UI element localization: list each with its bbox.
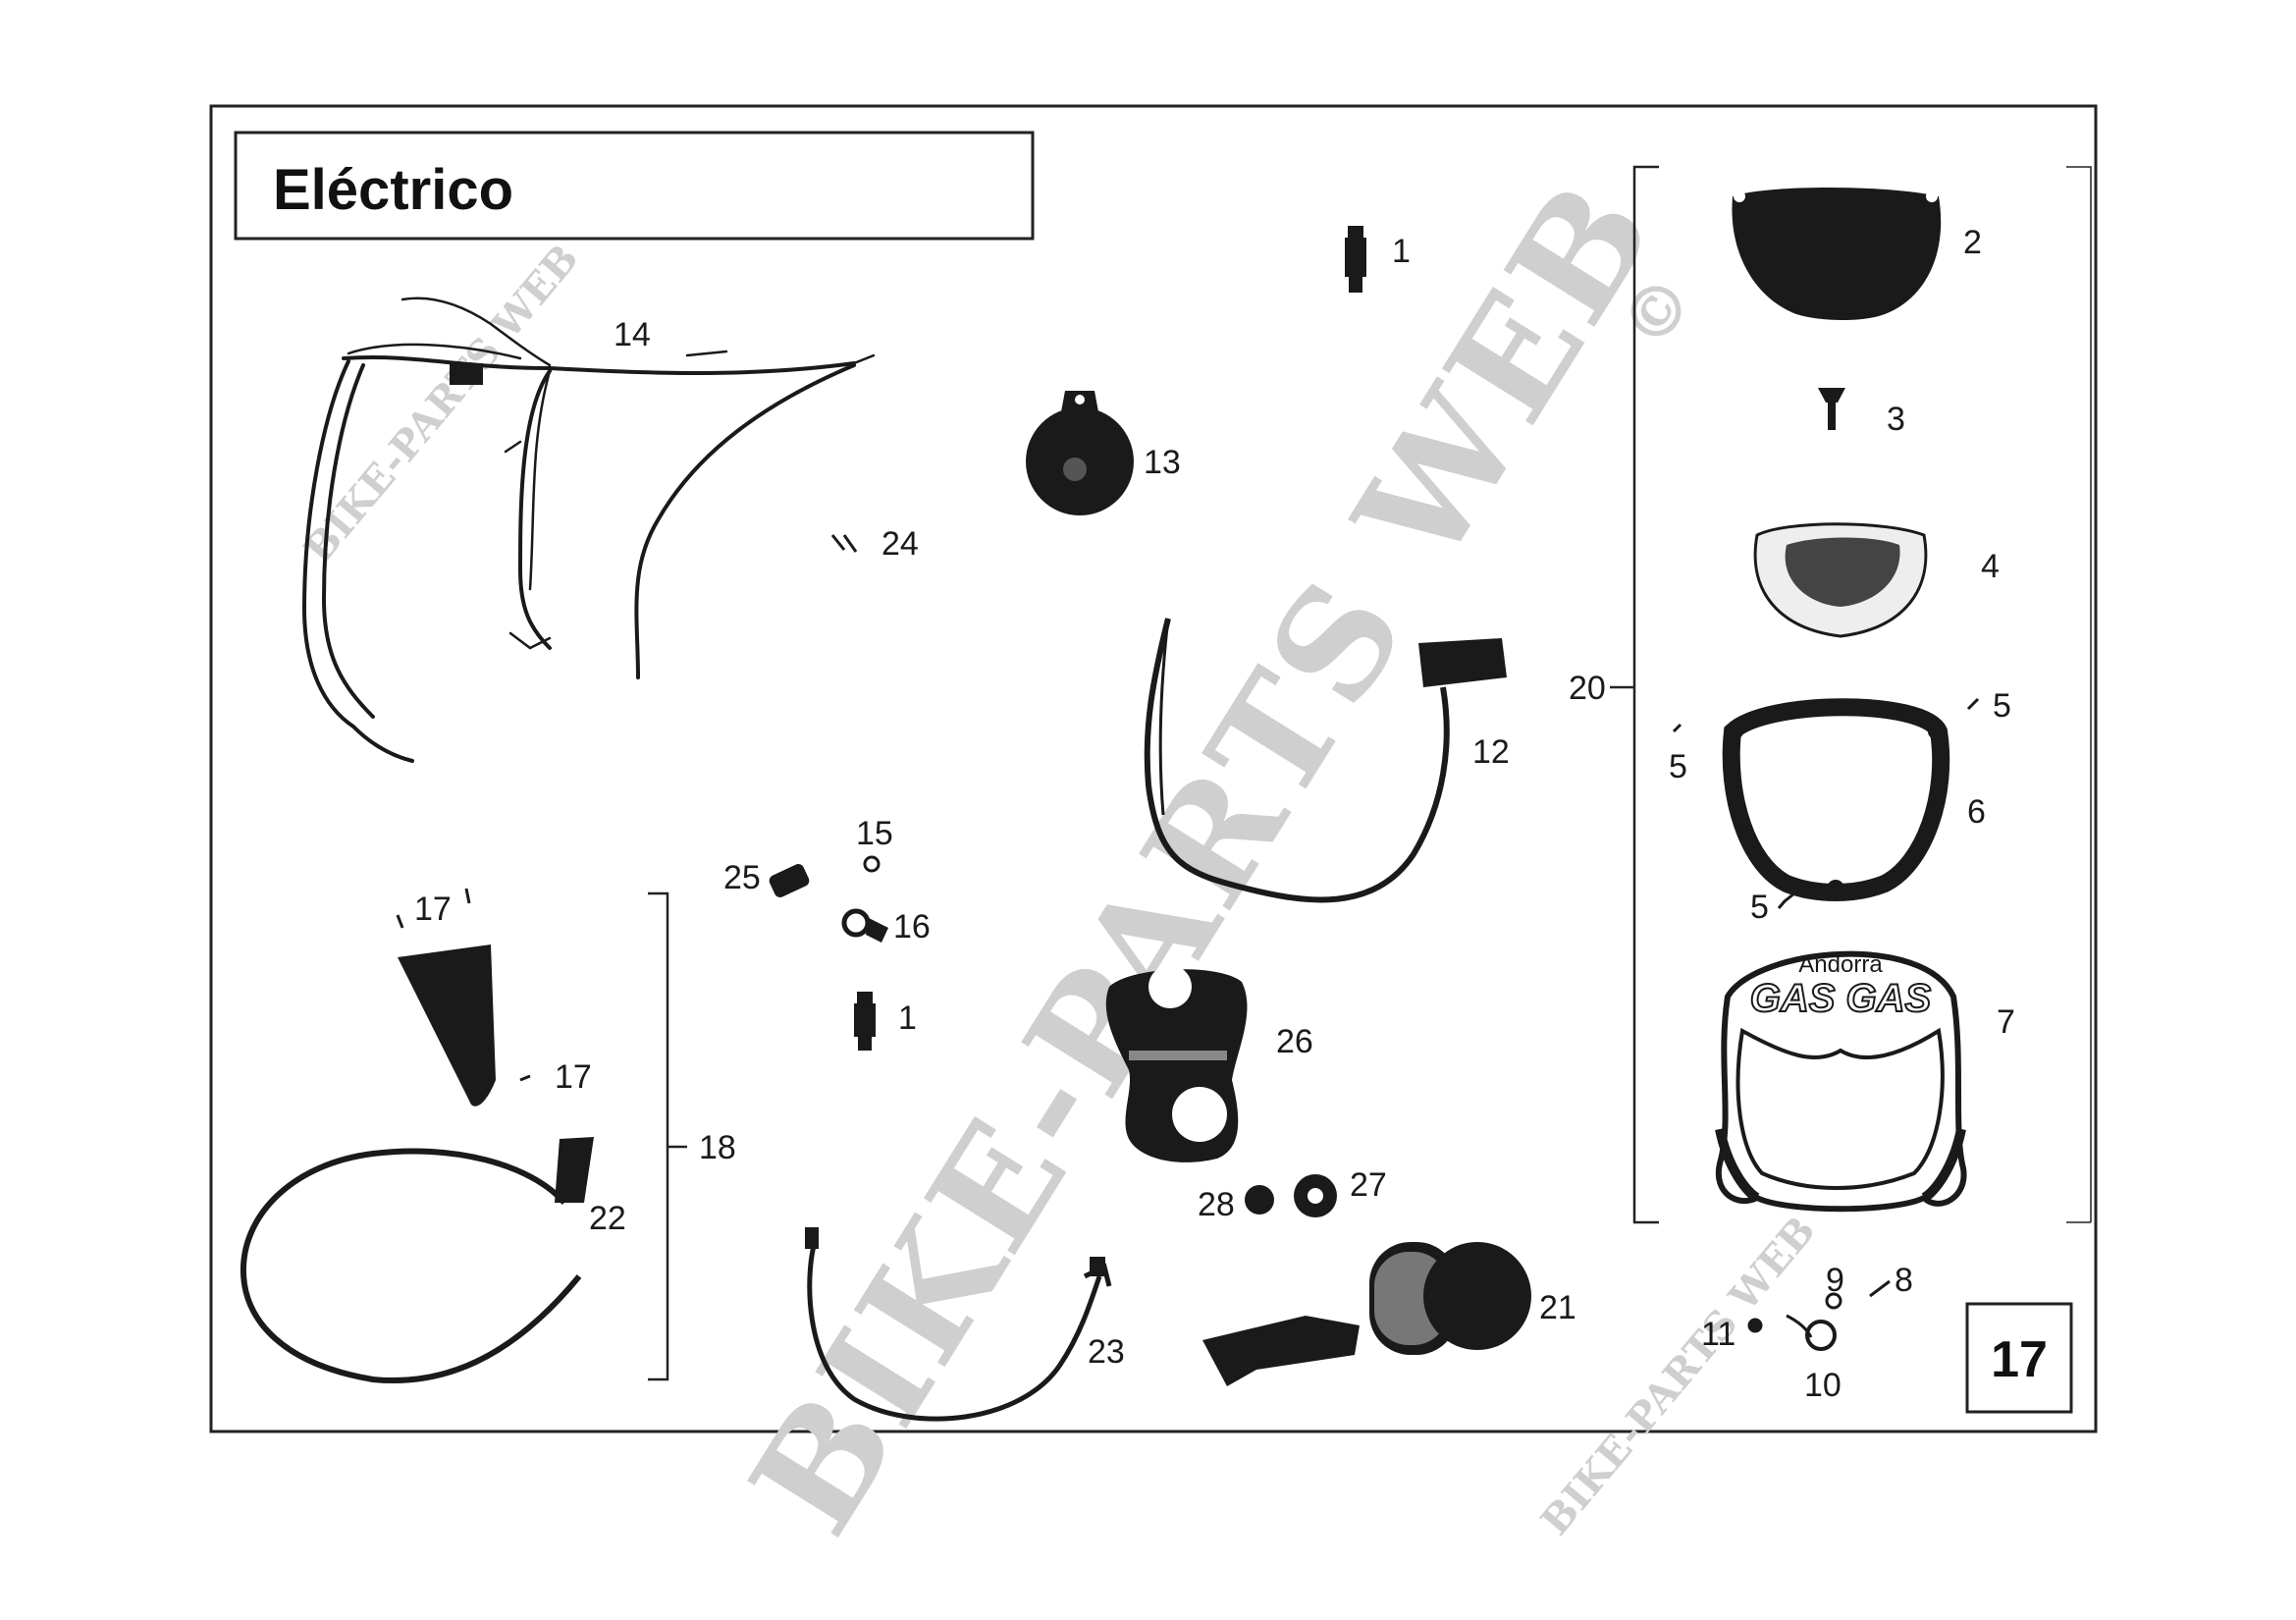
callout-18: 18	[699, 1129, 736, 1166]
instrument-cable-23	[805, 1227, 1112, 1422]
switch-16	[841, 908, 888, 943]
speedo-cable-22	[240, 1137, 594, 1383]
fastener-28	[1245, 1185, 1274, 1215]
title-box	[234, 131, 1035, 241]
callout-8: 8	[1895, 1262, 1913, 1299]
watermark-small-bottom: BIKE-PARTS WEB	[1532, 1208, 1825, 1543]
callout-12: 12	[1472, 733, 1510, 771]
page-number: 17	[1991, 1331, 2048, 1388]
callout-17-bottom: 17	[555, 1058, 592, 1096]
callout-21: 21	[1539, 1289, 1576, 1326]
callout-20: 20	[1569, 670, 1606, 707]
callout-26: 26	[1276, 1023, 1313, 1060]
horn-13	[1026, 391, 1134, 515]
callout-28: 28	[1198, 1186, 1235, 1223]
callout-25: 25	[723, 859, 761, 896]
bulb-socket-1-top	[1345, 226, 1366, 293]
page-number-box	[1965, 1302, 2073, 1414]
svg-text:BIKE-PARTS WEB: BIKE-PARTS WEB	[718, 151, 1688, 1562]
washer-27	[1294, 1174, 1337, 1217]
page-frame	[209, 104, 2098, 1433]
callout-15: 15	[856, 815, 893, 852]
grommet-25	[769, 864, 810, 897]
handlebar-switch-12	[1144, 618, 1507, 903]
callout-7: 7	[1997, 1003, 2015, 1041]
callout-6: 6	[1967, 793, 1986, 831]
watermark-main: BIKE-PARTS WEB	[718, 151, 1688, 1562]
callout-1-top: 1	[1392, 233, 1411, 270]
callout-16: 16	[893, 908, 931, 945]
page-title: Eléctrico	[273, 158, 513, 222]
callout-13: 13	[1144, 444, 1181, 481]
svg-text:BIKE-PARTS WEB: BIKE-PARTS WEB	[295, 236, 588, 571]
wiring-harness-14	[301, 297, 876, 763]
callout-2: 2	[1963, 224, 1982, 261]
svg-text:BIKE-PARTS WEB: BIKE-PARTS WEB	[1532, 1208, 1825, 1543]
callout-27: 27	[1350, 1166, 1387, 1204]
headlight-lens-4	[1753, 522, 1928, 638]
callout-3: 3	[1887, 401, 1905, 438]
decal-gasgas: GAS GAS	[1750, 977, 1932, 1020]
bulb-socket-1-lower	[854, 992, 876, 1051]
callout-5-right: 5	[1993, 687, 2011, 725]
callout-4: 4	[1981, 548, 2000, 585]
callout-17-top: 17	[414, 891, 452, 928]
callout-23: 23	[1088, 1333, 1125, 1371]
decal-andorra: Andorra	[1798, 951, 1883, 978]
callout-11: 11	[1701, 1316, 1735, 1353]
screw-3	[1818, 388, 1845, 430]
callout-9: 9	[1826, 1262, 1844, 1299]
callout-1-lower: 1	[898, 999, 917, 1037]
callout-5-bottom: 5	[1750, 889, 1769, 926]
callout-labels: 1 2 3 4 5 5 5 6 7 8 9 10 11 12 13 14 15 …	[414, 224, 2015, 1404]
tail-light-21	[1202, 1242, 1531, 1386]
callout-10: 10	[1804, 1367, 1842, 1404]
callout-24: 24	[881, 525, 919, 563]
watermark-small-top: BIKE-PARTS WEB	[295, 236, 588, 571]
small-parts-8-11	[1747, 1279, 1891, 1351]
headlight-rim-6	[1722, 698, 1950, 901]
screw-5-group	[1672, 697, 1980, 909]
washer-15	[863, 855, 881, 873]
clip-24	[830, 534, 858, 553]
callout-5-left: 5	[1669, 748, 1687, 785]
bracket-18	[648, 891, 687, 1381]
bracket-plate-26	[1105, 965, 1248, 1162]
bracket-20	[1610, 165, 2092, 1224]
headlight-fairing-7: Andorra GAS GAS	[1715, 950, 1967, 1213]
callout-22: 22	[589, 1200, 626, 1237]
callout-14: 14	[614, 316, 651, 353]
speedo-cover-17	[396, 888, 531, 1107]
headlight-shell-2	[1732, 188, 1942, 320]
